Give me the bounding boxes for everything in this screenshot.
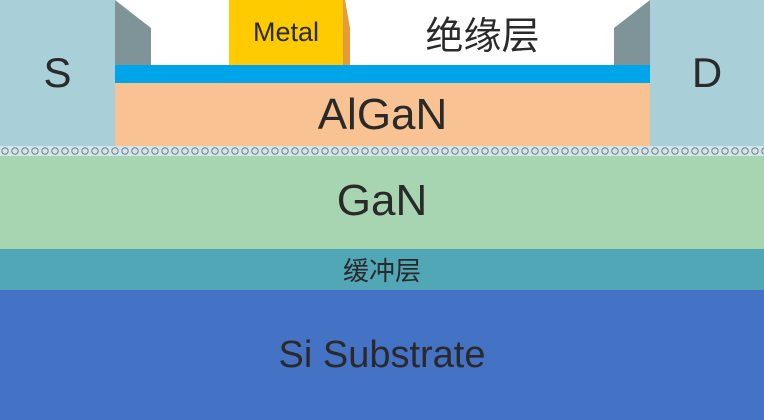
algan-label: AlGaN bbox=[317, 89, 448, 139]
source-contact: S bbox=[0, 0, 115, 146]
drain-contact: D bbox=[650, 0, 764, 146]
drain-slope bbox=[614, 0, 650, 65]
gan-layer: GaN bbox=[0, 153, 764, 249]
drain-label: D bbox=[691, 49, 723, 96]
gan-label: GaN bbox=[336, 176, 428, 225]
source-label: S bbox=[43, 49, 72, 96]
passivation-layer bbox=[115, 65, 650, 83]
contact-slopes bbox=[115, 0, 650, 65]
si-substrate-layer: Si Substrate bbox=[0, 290, 764, 420]
insulator-layer: 绝缘层 bbox=[350, 0, 615, 65]
si-substrate-label: Si Substrate bbox=[278, 333, 486, 376]
insulator-label: 绝缘层 bbox=[425, 14, 540, 58]
source-slope bbox=[115, 0, 151, 65]
gate-metal: Metal bbox=[229, 0, 350, 65]
buffer-layer: 缓冲层 bbox=[0, 249, 764, 290]
buffer-label: 缓冲层 bbox=[342, 257, 421, 287]
algan-layer: AlGaN bbox=[115, 83, 650, 146]
2deg-channel-band bbox=[0, 146, 764, 156]
gate-shape bbox=[229, 0, 350, 65]
gate-label: Metal bbox=[252, 17, 320, 47]
